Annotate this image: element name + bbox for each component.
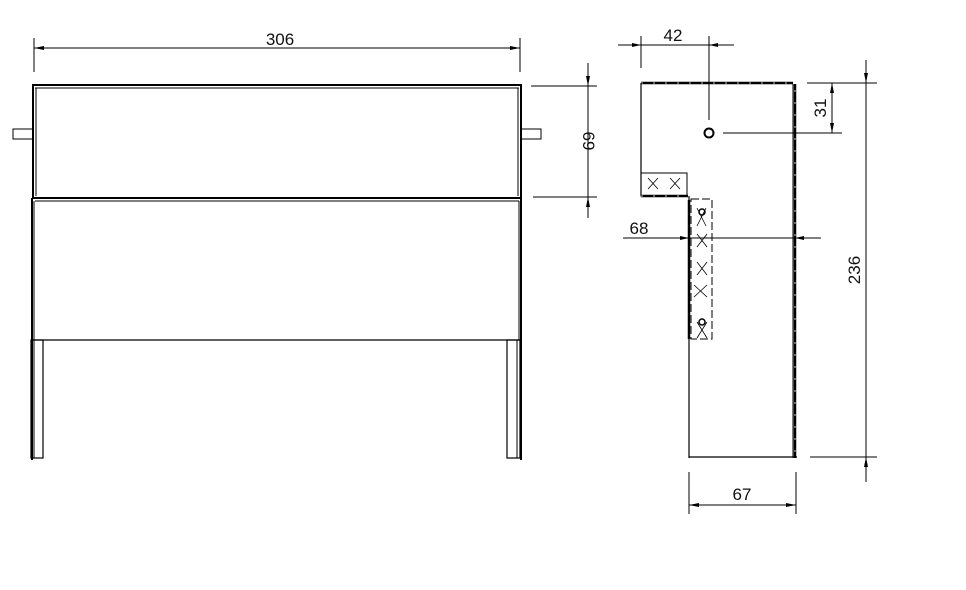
dimension-hole-y: 31 <box>723 82 877 134</box>
upper-height-dimension-label: 69 <box>579 132 598 151</box>
dimension-upper-height: 69 <box>531 63 598 218</box>
wall-bracket <box>690 198 713 340</box>
total-height-dimension-label: 236 <box>845 256 864 284</box>
legs <box>30 339 521 459</box>
depth-dimension-label: 67 <box>733 485 752 504</box>
lower-body <box>31 197 522 460</box>
dimension-depth: 67 <box>688 472 797 514</box>
side-profile <box>640 81 797 458</box>
front-view: 306 <box>12 30 598 460</box>
fastener-marks-upper <box>647 177 681 190</box>
width-dimension-label: 306 <box>266 30 294 49</box>
dimension-hole-x: 42 <box>618 26 734 120</box>
hole-y-dimension-label: 31 <box>811 99 830 118</box>
right-tab <box>520 128 542 140</box>
mounting-hole <box>703 127 715 139</box>
dimension-width: 306 <box>33 30 521 72</box>
left-leg <box>30 339 44 459</box>
side-view: 42 <box>618 26 877 514</box>
dimension-bracket-offset: 68 <box>623 219 821 240</box>
dimension-total-height: 236 <box>810 60 877 482</box>
bracket-offset-dimension-label: 68 <box>630 219 649 238</box>
left-tab <box>12 128 34 140</box>
upper-drawer <box>32 84 522 199</box>
right-leg <box>506 339 521 459</box>
hole-x-dimension-label: 42 <box>664 26 683 45</box>
